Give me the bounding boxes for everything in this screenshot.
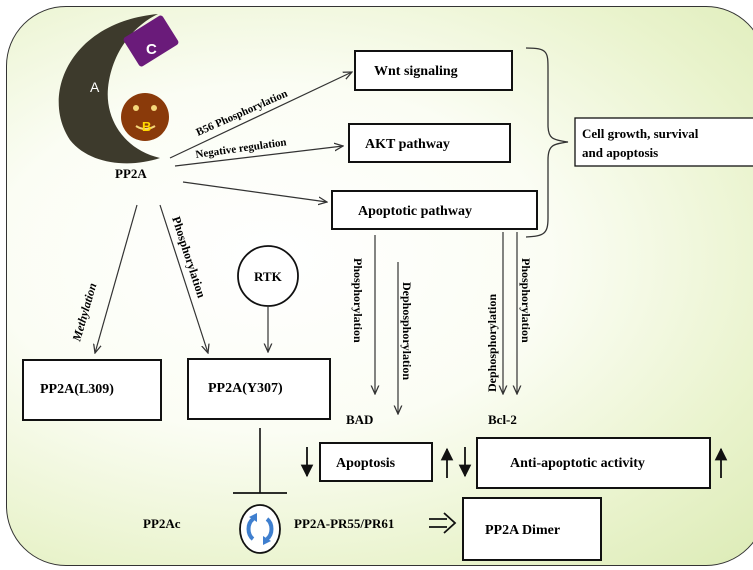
grouping-brace [525, 47, 569, 238]
pp2a-complex-icon: A C B [58, 14, 179, 164]
l309-box [22, 359, 162, 421]
bcl2-phos-label: Phosphorylation [519, 258, 533, 343]
pp2a-label: PP2A [115, 166, 147, 181]
apoptotic-pathway-label: Apoptotic pathway [358, 204, 472, 219]
pp2ac-label: PP2Ac [143, 516, 181, 531]
subunit-c-shape [123, 15, 179, 67]
arrow-to-l309 [95, 204, 138, 353]
apoptotic-pathway-box [331, 190, 538, 230]
dimer-label: PP2A Dimer [485, 523, 560, 538]
arrow-to-akt [174, 146, 343, 167]
subunit-c-label: C [146, 41, 157, 58]
double-arrow-icon [429, 512, 457, 534]
outcome-box [574, 117, 753, 167]
bad-phos-label: Phosphorylation [351, 258, 365, 343]
akt-box [348, 123, 511, 163]
pr55-label: PP2A-PR55/PR61 [294, 516, 394, 531]
bad-dephos-label: Dephosphorylation [400, 282, 414, 380]
b56-label: B56 Phosphorylation [194, 88, 289, 139]
wnt-label: Wnt signaling [374, 64, 458, 79]
arrow-to-apoptotic [182, 181, 327, 202]
akt-label: AKT pathway [365, 137, 450, 152]
methylation-label: Methylation [69, 281, 99, 344]
face-smile [135, 125, 156, 130]
apoptosis-box [319, 442, 433, 482]
subunit-b-face [121, 93, 169, 141]
face-eye-left [133, 105, 139, 111]
phosphorylation-left-label: Phosphorylation [169, 215, 209, 300]
anti-apoptotic-box [476, 437, 711, 489]
l309-label: PP2A(L309) [40, 382, 114, 397]
cycle-icon [239, 504, 281, 554]
outcome-label-line2: and apoptosis [582, 145, 658, 160]
anti-apoptotic-label: Anti-apoptotic activity [510, 456, 645, 471]
y307-box [187, 358, 331, 420]
subunit-a-label: A [90, 79, 100, 95]
face-eye-right [151, 105, 157, 111]
bcl2-dephos-label: Dephosphorylation [485, 294, 499, 392]
bcl2-label: Bcl-2 [488, 412, 517, 427]
apoptosis-label: Apoptosis [336, 456, 396, 471]
y307-label: PP2A(Y307) [208, 381, 283, 396]
subunit-a-crescent [58, 14, 160, 164]
subunit-b-label: B [142, 119, 151, 134]
rtk-label: RTK [254, 269, 283, 284]
wnt-box [354, 50, 513, 91]
bad-label: BAD [346, 412, 373, 427]
dimer-box [462, 497, 602, 561]
arrow-to-wnt [169, 72, 352, 159]
outcome-label-line1: Cell growth, survival [582, 126, 699, 141]
arrow-to-y307 [159, 204, 208, 353]
